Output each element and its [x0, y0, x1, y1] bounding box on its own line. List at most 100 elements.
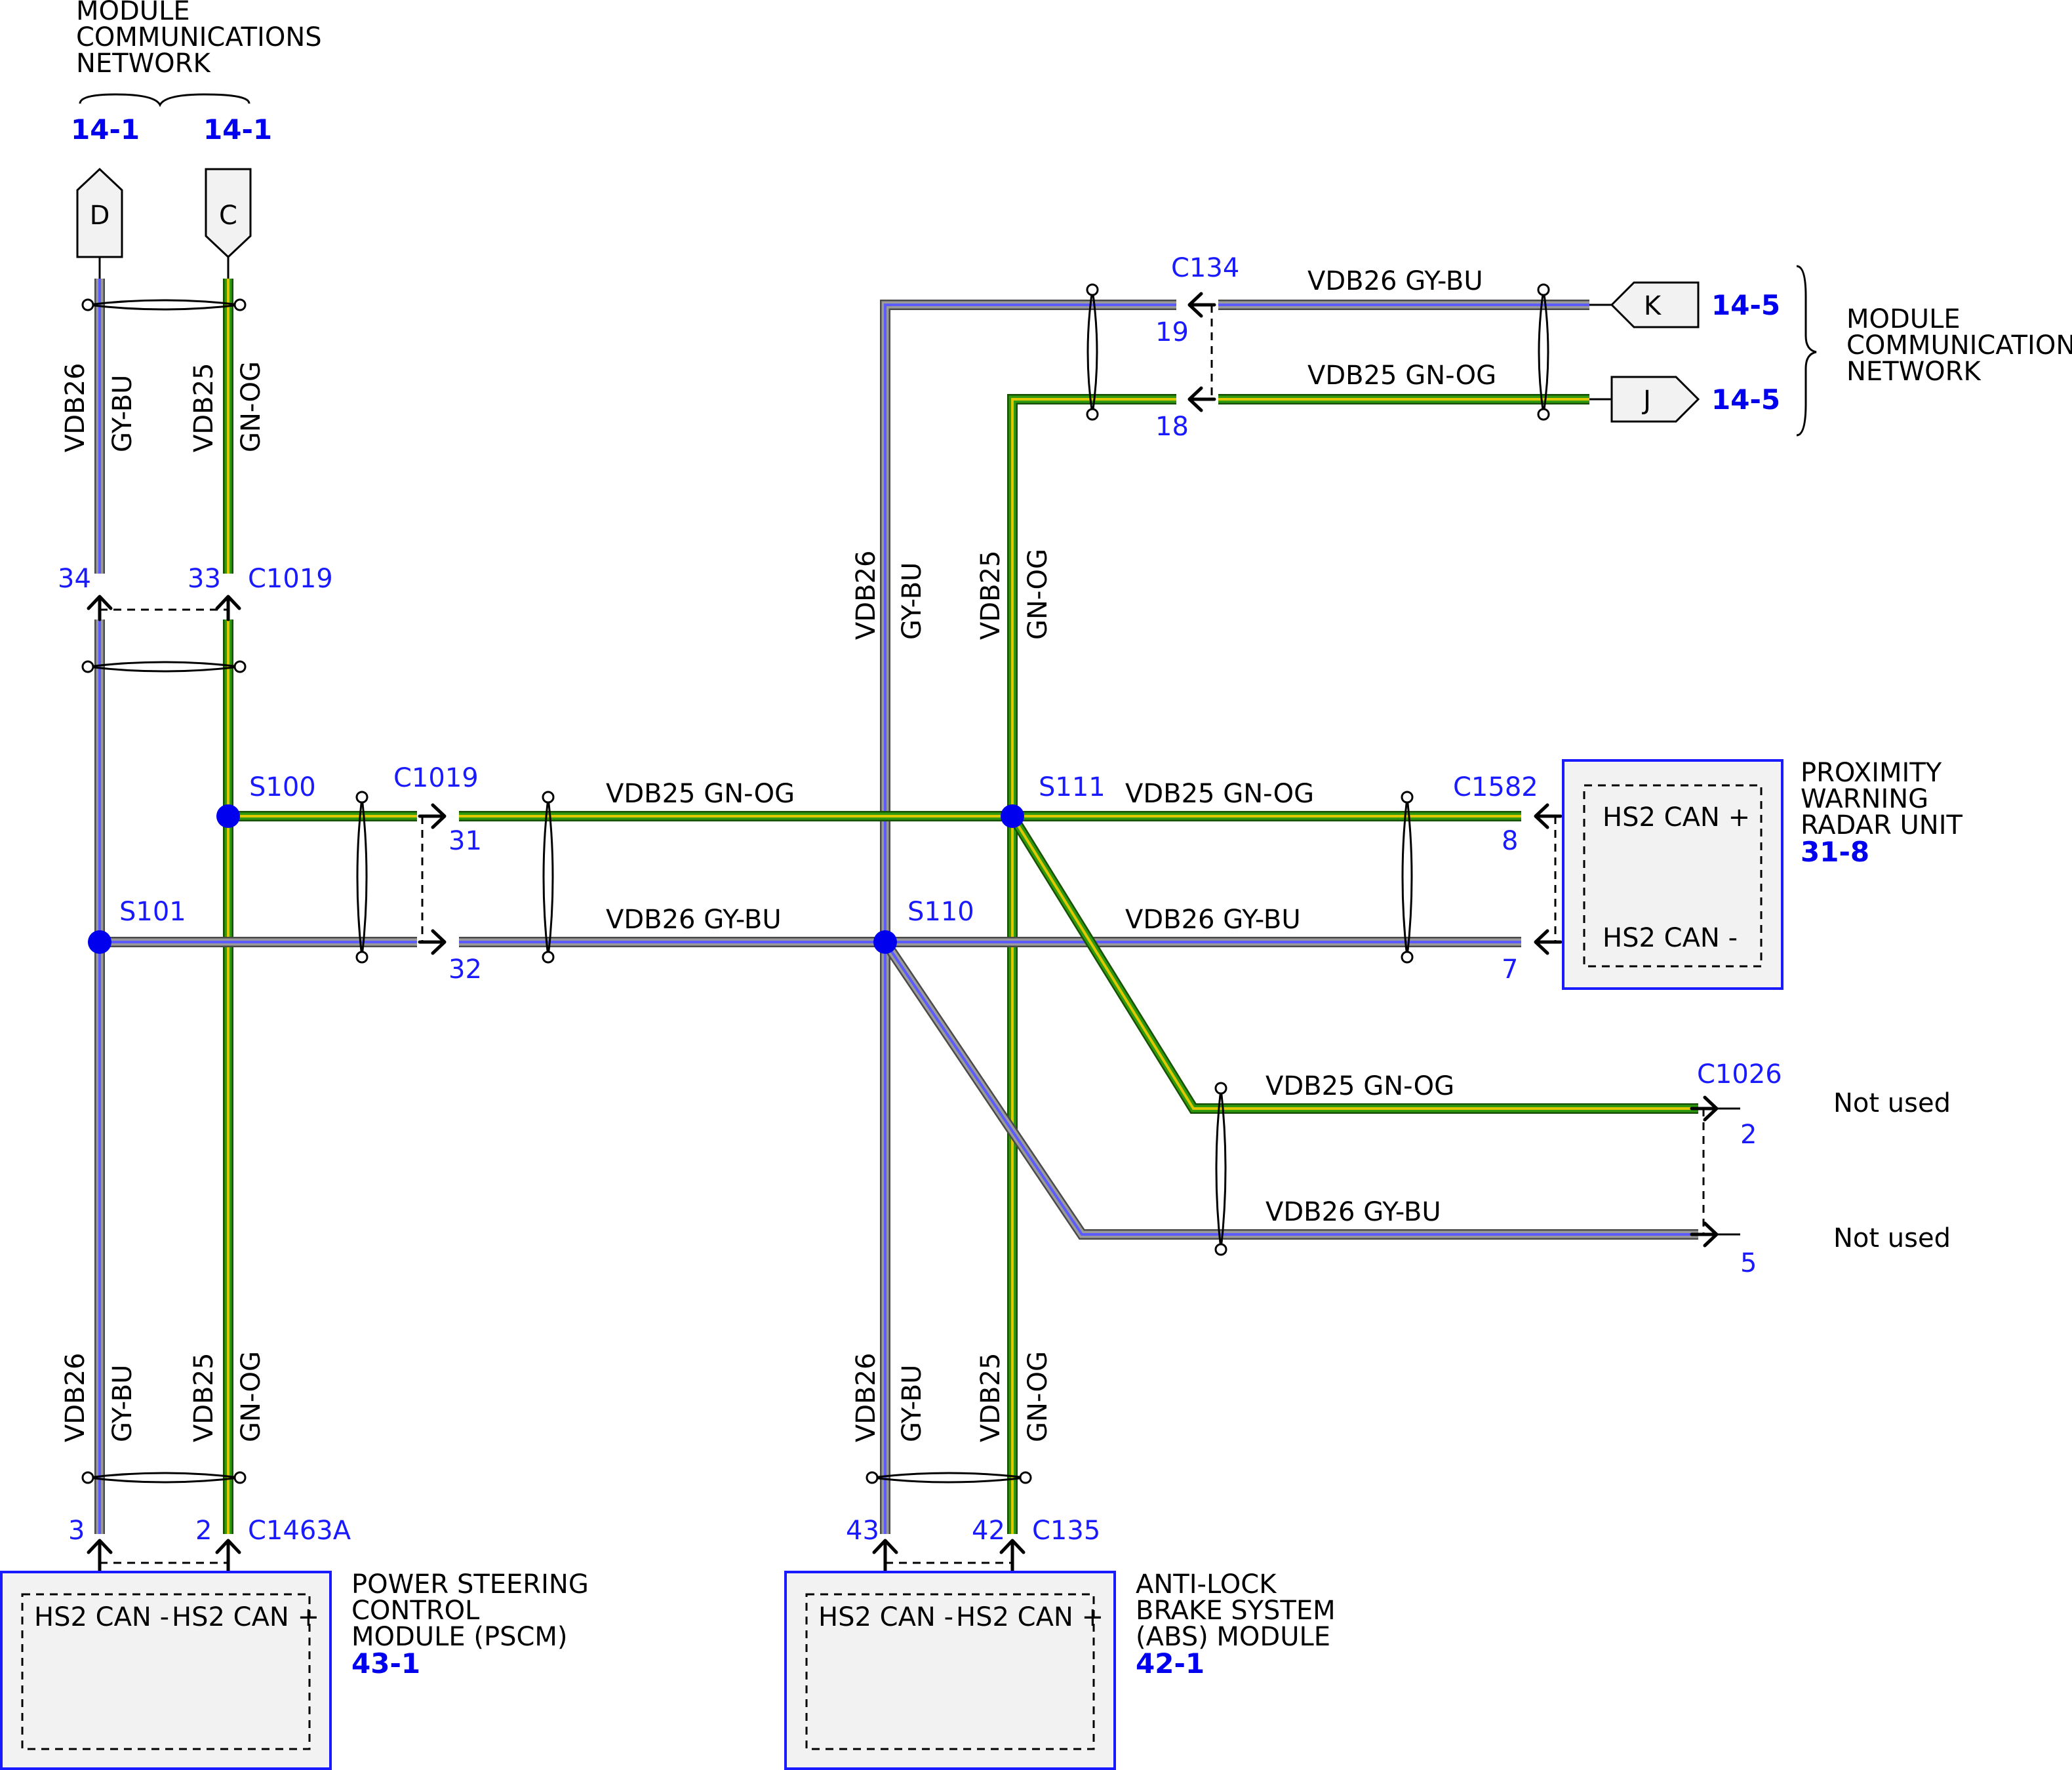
tag-d[interactable]: D: [76, 167, 123, 258]
wire-label: VDB26: [851, 550, 881, 640]
twist-ring: [1401, 951, 1414, 964]
abs-module[interactable]: HS2 CAN - HS2 CAN +: [784, 1571, 1116, 1770]
twist-ring: [1086, 283, 1099, 296]
page-reference-link[interactable]: 14-5: [1711, 289, 1780, 321]
page-reference-link[interactable]: 14-1: [203, 113, 272, 146]
module-name-line: POWER STEERING: [351, 1569, 589, 1600]
twisted-pair-marker: [1215, 1088, 1227, 1250]
wire-label: GY-BU: [897, 1365, 927, 1442]
twist-ring: [1401, 791, 1414, 804]
module-name-line: WARNING: [1801, 784, 1928, 814]
wire-label: GY-BU: [108, 1365, 138, 1442]
pin-number: 7: [1502, 954, 1518, 985]
module-name-line: CONTROL: [351, 1596, 480, 1626]
wire-layer: [94, 279, 1698, 1534]
network-title-line: MODULE: [1846, 304, 1961, 334]
module-name-line: MODULE (PSCM): [351, 1622, 568, 1652]
tag-label: K: [1644, 291, 1662, 321]
module-name-line: ANTI-LOCK: [1136, 1569, 1277, 1600]
twisted-pair-marker: [1401, 796, 1413, 958]
tag-c[interactable]: C: [205, 168, 252, 259]
pin-name: HS2 CAN +: [172, 1602, 319, 1632]
pin-number: 32: [448, 954, 482, 985]
wire-label: VDB26: [60, 363, 90, 452]
twisted-pair-marker: [87, 661, 241, 673]
wire-label: VDB25 GN-OG: [1265, 1071, 1454, 1101]
pin-number: 34: [58, 564, 91, 594]
wire-label: VDB25 GN-OG: [1307, 361, 1496, 391]
twist-ring: [1019, 1471, 1032, 1484]
wire-gy-bu[interactable]: [884, 941, 1698, 1236]
connector-id[interactable]: C135: [1032, 1516, 1100, 1546]
twisted-pair-marker: [87, 299, 241, 311]
twist-ring: [1537, 408, 1550, 421]
twist-ring: [542, 791, 555, 804]
splice-point[interactable]: [88, 930, 111, 954]
page-reference-link[interactable]: 14-1: [71, 113, 140, 146]
tag-j[interactable]: J: [1610, 376, 1700, 423]
wire-label: VDB26: [60, 1352, 90, 1442]
wire-label: VDB26: [851, 1352, 881, 1442]
pin-name: HS2 CAN -: [1603, 923, 1738, 953]
wire-label: VDB25: [976, 1352, 1006, 1442]
twist-ring: [355, 951, 369, 964]
wire-label: GY-BU: [108, 375, 138, 452]
page-reference-link[interactable]: 43-1: [351, 1647, 420, 1680]
wire-gn-og[interactable]: [1011, 815, 1698, 1110]
pin-number: 19: [1155, 317, 1189, 347]
twist-ring: [355, 791, 369, 804]
tag-k[interactable]: K: [1610, 281, 1700, 328]
splice-point[interactable]: [873, 930, 897, 954]
pscm-module[interactable]: HS2 CAN - HS2 CAN +: [0, 1571, 332, 1770]
connector-id[interactable]: C1019: [393, 763, 479, 793]
page-reference-link[interactable]: 14-5: [1711, 384, 1780, 416]
wire-label: VDB25: [976, 550, 1006, 640]
network-title-line: MODULE: [76, 0, 190, 26]
connector-id[interactable]: C1019: [248, 564, 333, 594]
twisted-pair-marker: [1538, 289, 1549, 415]
wire-label: GN-OG: [1023, 1351, 1053, 1442]
twist-ring: [866, 1471, 879, 1484]
tag-label: J: [1641, 385, 1651, 416]
wire-label: VDB25 GN-OG: [606, 779, 795, 809]
twist-ring: [233, 1471, 247, 1484]
wire-gn-og[interactable]: [1011, 398, 1176, 1534]
splice-id: S100: [249, 772, 316, 802]
wire-label: VDB25: [189, 363, 219, 452]
page-reference-link[interactable]: 42-1: [1136, 1647, 1205, 1680]
pin-number: 2: [1740, 1120, 1757, 1150]
pin-number: 3: [68, 1516, 85, 1546]
network-title-line: COMMUNICATIONS: [1846, 330, 2072, 361]
wire-label: VDB26 GY-BU: [1125, 905, 1301, 935]
splice-point[interactable]: [216, 804, 240, 828]
twist-ring: [81, 1471, 94, 1484]
connector-id[interactable]: C134: [1171, 253, 1239, 283]
radar-module[interactable]: HS2 CAN + HS2 CAN -: [1562, 759, 1783, 990]
splice-point[interactable]: [1001, 804, 1024, 828]
connector-id[interactable]: C1026: [1697, 1059, 1782, 1090]
network-title-line: NETWORK: [1846, 357, 1982, 387]
pin-name: HS2 CAN -: [818, 1602, 953, 1632]
twist-ring: [233, 298, 247, 311]
module-name-line: RADAR UNIT: [1801, 810, 1963, 840]
wire-label: VDB26 GY-BU: [1307, 266, 1483, 296]
pin-number: 5: [1740, 1248, 1757, 1278]
page-reference-link[interactable]: 31-8: [1801, 836, 1869, 868]
pin-number: 33: [188, 564, 221, 594]
pin-number: 2: [195, 1516, 212, 1546]
twist-ring: [81, 660, 94, 673]
not-used-label: Not used: [1833, 1223, 1951, 1253]
wire-label: GN-OG: [236, 361, 266, 452]
wire-label: GN-OG: [236, 1351, 266, 1442]
wire-gy-bu[interactable]: [884, 304, 1176, 1534]
connector-id[interactable]: C1582: [1453, 772, 1538, 802]
twist-ring: [542, 951, 555, 964]
splice-id: S111: [1039, 772, 1106, 802]
twist-layer: [81, 283, 1550, 1484]
module-name-line: (ABS) MODULE: [1136, 1622, 1330, 1652]
twist-ring: [1537, 283, 1550, 296]
connector-id[interactable]: C1463A: [248, 1516, 351, 1546]
pin-name: HS2 CAN +: [1603, 802, 1750, 833]
wire-label: VDB25 GN-OG: [1125, 779, 1314, 809]
tag-label: C: [219, 201, 237, 231]
